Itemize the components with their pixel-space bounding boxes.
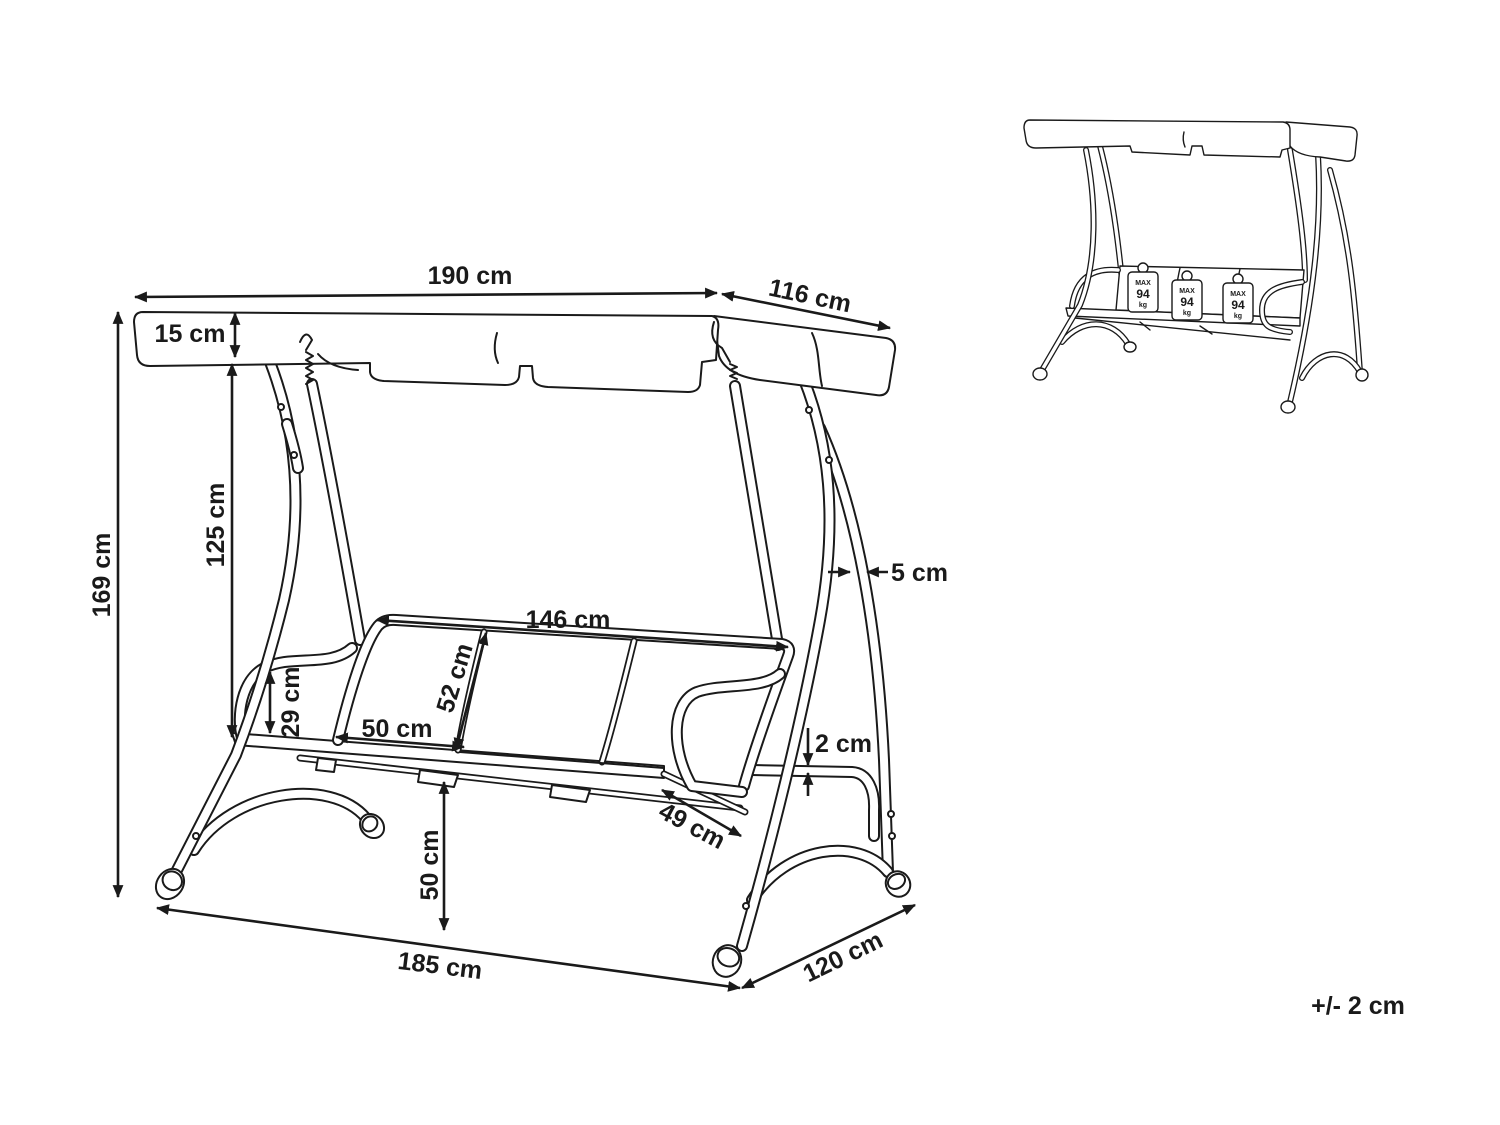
base-depth-label: 120 cm [799,926,887,988]
rivet [805,406,813,414]
thumb-load-tag-1: MAX 94 kg [1127,262,1159,313]
thumb-under-seat-rail [1074,317,1291,341]
canopy-side-fold [811,332,823,387]
load-tag-value: 94 [1180,295,1194,309]
base-width-label: 185 cm [396,947,484,985]
thumbnail-view: MAX 94 kg MAX 94 kg MAX 94 kg [1023,119,1369,414]
left-rear-foot-cap [358,812,386,840]
rivet [888,832,896,840]
main-swing-drawing [133,311,912,978]
canopy-height-label: 15 cm [155,320,226,348]
canopy-front-panel [133,311,720,393]
load-tag-unit: kg [1183,310,1191,317]
thumb-load-tag-2: MAX 94 kg [1171,270,1203,321]
foot-cap-ridge [161,870,183,892]
rivet [192,832,200,840]
upper-frame-height-label: 125 cm [202,483,230,568]
thumb-foot-cap [1032,367,1048,381]
canopy-depth-dimension-line [720,291,892,331]
tube-diameter-label: 5 cm [891,559,948,587]
right-hanger-hook [711,321,731,363]
seat-front-edge [459,751,665,769]
backrest-height-dimension-line [453,631,489,752]
armrest-height-label: 29 cm [277,667,305,738]
seat-board [231,732,665,779]
canopy-seam [493,332,499,364]
load-tag-unit: kg [1234,313,1242,320]
thumb-canopy-front [1023,119,1291,158]
canopy-side-panel [713,315,897,397]
left-hanger-fill [312,384,360,640]
seat-thickness-label: 2 cm [815,730,872,758]
canopy-width-label: 190 cm [428,262,513,290]
thumb-foot-cap [1355,368,1369,382]
seat-width-label: 146 cm [526,606,611,634]
tolerance-note: +/- 2 cm [1311,992,1405,1020]
thumb-foot-cap [1280,400,1296,414]
right-rear-foot-cap [884,870,912,898]
thumb-right-outer-outline [1330,170,1360,372]
seat-width-dimension-line [375,615,790,652]
total-height-label: 169 cm [88,533,116,618]
seat-section-width-dimension-line [334,732,466,752]
base-depth-dimension-line [741,903,916,990]
load-tag-unit: kg [1139,302,1147,309]
load-tag-max-text: MAX [1135,280,1151,287]
rivet [742,902,750,910]
load-tag-body [1171,279,1203,321]
load-tag-max-text: MAX [1230,291,1246,298]
rivet [887,810,895,818]
thumb-canopy-seam [1182,131,1186,148]
load-tag-value: 94 [1136,287,1150,301]
left-front-foot-cap [154,867,186,901]
seat-height-label: 50 cm [416,830,444,901]
right-hanger-chain [729,363,738,380]
thumb-foot-cap [1123,341,1137,353]
foot-cap-ridge [886,872,907,890]
rivet [290,451,298,459]
right-hanger-fill [735,386,778,645]
seat-bracket-1 [315,757,337,773]
load-tag-value: 94 [1231,298,1245,312]
seat-depth-dimension-line [661,788,742,838]
load-tag-body [1222,282,1254,324]
thumb-seat-bracket [1139,321,1213,335]
foot-cap-ridge [361,815,379,833]
seat-section-width-label: 50 cm [362,715,433,743]
base-width-dimension-line [155,904,742,992]
dimension-lines [112,287,916,992]
rivet [277,403,285,411]
canopy-width-dimension-line [133,287,719,303]
rivet [825,456,833,464]
seat-bracket-3 [549,784,591,803]
left-hanger-hook [299,333,313,351]
left-hanger-chain [305,351,314,385]
thumb-canopy-side [1285,121,1358,162]
foot-cap-outer [358,812,386,840]
load-tag-body [1127,271,1159,313]
thumb-load-tag-3: MAX 94 kg [1222,273,1254,324]
backrest-divider-2-fill [600,639,636,764]
canopy-left-flap [317,353,359,371]
load-tag-max-text: MAX [1179,288,1195,295]
left-base-arch-fill [194,794,366,850]
